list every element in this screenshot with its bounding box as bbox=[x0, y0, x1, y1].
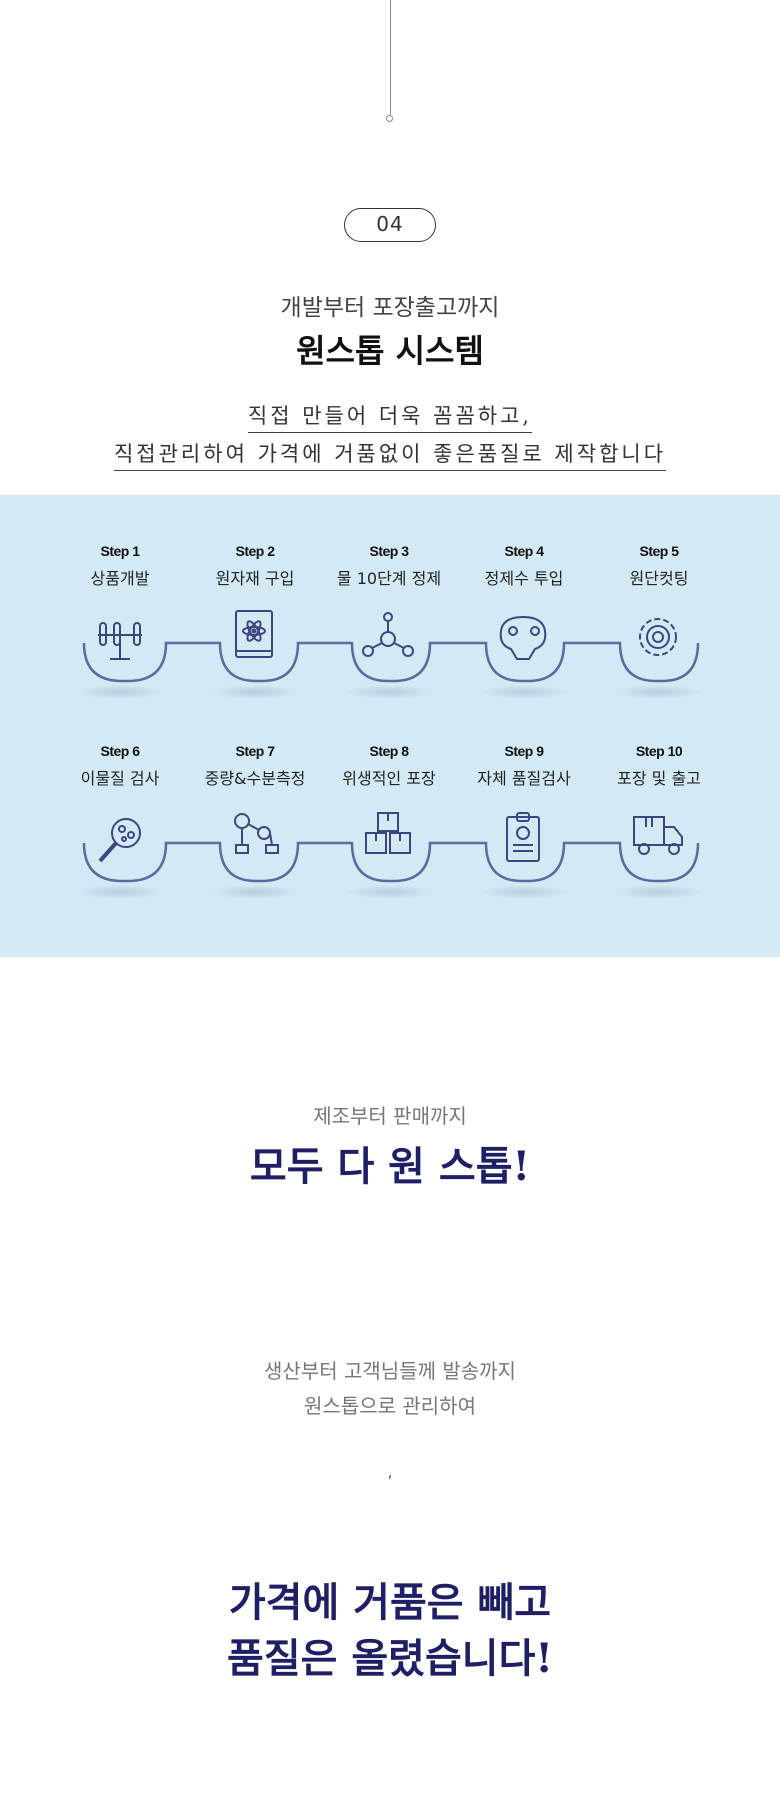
section3-comma: , bbox=[387, 1462, 393, 1481]
robot-arm-icon bbox=[234, 813, 279, 854]
step-number: Step 5 bbox=[639, 543, 679, 559]
clipboard-icon bbox=[506, 812, 540, 862]
icon-shadow bbox=[344, 885, 434, 899]
step-number: Step 9 bbox=[504, 743, 544, 759]
wave-lines bbox=[82, 641, 700, 883]
step-number: Step 6 bbox=[100, 743, 140, 759]
icon-shadow bbox=[344, 685, 434, 699]
step-label: 자체 품질검사 bbox=[477, 769, 571, 788]
quote-line-2: 직접관리하여 가격에 거품없이 좋은품질로 제작합니다 bbox=[0, 438, 780, 471]
science-book-icon bbox=[235, 610, 273, 658]
closing-line-2: 품질은 올렸습니다! bbox=[227, 1635, 553, 1682]
icon-shadow bbox=[75, 685, 165, 699]
icon-shadow bbox=[479, 685, 569, 699]
icon-shadow bbox=[210, 885, 300, 899]
section-title: 원스톱 시스템 bbox=[296, 332, 484, 370]
delivery-truck-icon bbox=[633, 816, 683, 855]
closing-line-1: 가격에 거품은 빼고 bbox=[228, 1579, 552, 1626]
step-9: Step 9 자체 품질검사 bbox=[457, 743, 591, 789]
step-label: 중량&수분측정 bbox=[204, 769, 306, 788]
divider-line bbox=[390, 0, 391, 116]
step-7: Step 7 중량&수분측정 bbox=[188, 743, 322, 789]
step-number: Step 2 bbox=[235, 543, 275, 559]
step-8: Step 8 위생적인 포장 bbox=[322, 743, 456, 789]
step-number: Step 8 bbox=[369, 743, 409, 759]
step-4: Step 4 정제수 투입 bbox=[457, 543, 591, 589]
step-number: Step 4 bbox=[504, 543, 544, 559]
section-subtitle: 개발부터 포장출고까지 bbox=[280, 295, 500, 321]
step-5: Step 5 원단컷팅 bbox=[592, 543, 726, 589]
step-label: 원자재 구입 bbox=[215, 569, 295, 588]
step-2: Step 2 원자재 구입 bbox=[188, 543, 322, 589]
water-inject-icon bbox=[499, 615, 547, 660]
cutting-gear-icon bbox=[639, 618, 677, 656]
icon-shadow bbox=[210, 685, 300, 699]
step-number: Step 7 bbox=[235, 743, 275, 759]
step-6: Step 6 이물질 검사 bbox=[53, 743, 187, 789]
section2-subtitle: 제조부터 판매까지 bbox=[313, 1104, 467, 1128]
step-1: Step 1 상품개발 bbox=[53, 543, 187, 589]
step-number: Step 10 bbox=[635, 743, 683, 759]
section3-line-1: 생산부터 고객님들께 발송까지 bbox=[264, 1359, 516, 1383]
lab-stand-icon bbox=[98, 622, 142, 660]
step-number: Step 1 bbox=[100, 543, 140, 559]
boxes-icon bbox=[365, 812, 411, 854]
step-10: Step 10 포장 및 출고 bbox=[592, 743, 726, 789]
step-label: 원단컷팅 bbox=[629, 569, 689, 588]
section2-title: 모두 다 원 스톱! bbox=[249, 1143, 531, 1190]
process-steps-band: Step 1 상품개발 Step 2 원자재 구입 Step 3 물 10단계 … bbox=[0, 495, 780, 957]
step-label: 이물질 검사 bbox=[80, 769, 160, 788]
step-label: 포장 및 출고 bbox=[617, 769, 701, 788]
step-label: 물 10단계 정제 bbox=[336, 569, 442, 588]
icon-shadow bbox=[75, 885, 165, 899]
step-label: 정제수 투입 bbox=[484, 569, 564, 588]
divider-dot bbox=[386, 115, 393, 122]
section-number-badge: 04 bbox=[344, 208, 436, 242]
icon-shadow bbox=[614, 685, 704, 699]
step-3: Step 3 물 10단계 정제 bbox=[322, 543, 456, 589]
step-label: 위생적인 포장 bbox=[342, 769, 436, 788]
quote-line-1: 직접 만들어 더욱 꼼꼼하고, bbox=[0, 400, 780, 433]
magnifier-icon bbox=[98, 818, 141, 863]
step-label: 상품개발 bbox=[90, 569, 150, 588]
molecule-icon bbox=[362, 612, 414, 657]
section3-line-2: 원스톱으로 관리하여 bbox=[304, 1394, 476, 1418]
icon-shadow bbox=[614, 885, 704, 899]
step-number: Step 3 bbox=[369, 543, 409, 559]
icon-shadow bbox=[479, 885, 569, 899]
